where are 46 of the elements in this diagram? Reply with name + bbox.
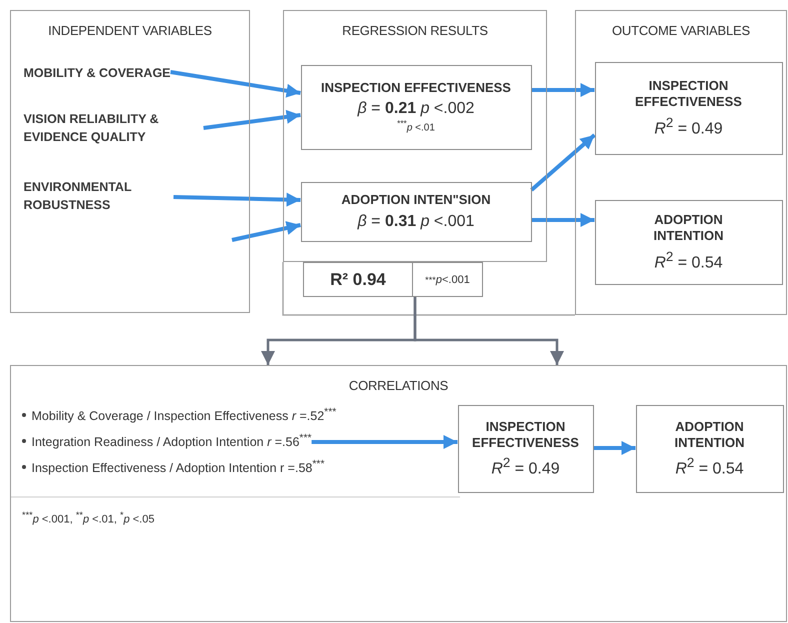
box-heading: INSPECTION EFFECTIVENESS [472, 418, 579, 452]
arrow [532, 213, 594, 227]
statistic-text: β = 0.31 p <.001 [358, 212, 474, 231]
box-heading: ADOPTION INTENTION [652, 212, 725, 245]
panel [10, 10, 250, 313]
arrow [232, 221, 301, 242]
statistic-text: R$^{2}$ = 0.54 [654, 248, 723, 272]
arrow [594, 441, 636, 455]
arrow [530, 134, 596, 192]
correlation-text: Integration Readiness / Adoption Intention r =.56$^{***}$ [32, 432, 312, 449]
outcome-box [594, 62, 782, 154]
box-heading: INSPECTION EFFECTIVENESS [321, 80, 511, 96]
arrow [203, 110, 301, 130]
panel-heading: OUTCOME VARIABLES [611, 23, 751, 38]
r-squared-value: R² 0.94 [304, 263, 413, 296]
result-box [300, 64, 532, 150]
panel-heading: REGRESSION RESULTS [341, 23, 489, 38]
arrow [532, 83, 594, 97]
box-heading: ADOPTION INTENTION [673, 418, 746, 452]
arrow [414, 297, 564, 365]
arrow [173, 192, 301, 207]
panel [283, 10, 547, 262]
variable-label: ENVIRONMENTAL ROBUSTNESS [24, 178, 174, 214]
statistic-text: R$^{2}$ = 0.49 [491, 455, 560, 478]
statistic-text: β = 0.21 p <.002 [358, 100, 474, 118]
statistic-text: R$^{2}$ = 0.49 [654, 114, 723, 138]
outcome-box [594, 200, 782, 284]
outcome-box [458, 404, 594, 492]
result-box [300, 182, 532, 242]
arrow [170, 70, 301, 98]
variable-label: MOBILITY & COVERAGE [24, 64, 171, 82]
box-heading: INSPECTION EFFECTIVENESS [634, 78, 743, 111]
panel [10, 365, 787, 622]
correlation-text: Inspection Effectiveness / Adoption Intention r =.58$^{***}$ [32, 458, 325, 475]
panel-heading: CORRELATIONS [348, 378, 450, 393]
panel-heading: INDEPENDENT VARIABLES [47, 23, 213, 38]
panel [575, 10, 787, 315]
arrow [312, 435, 458, 449]
variable-label: VISION RELIABILITY & EVIDENCE QUALITY [24, 110, 204, 146]
box-heading: ADOPTION INTEN"SION [341, 192, 491, 209]
correlation-text: Mobility & Coverage / Inspection Effectiveness r =.52$^{***}$ [32, 406, 336, 423]
r-squared-row [303, 262, 483, 297]
statistic-text: R$^{2}$ = 0.54 [675, 455, 744, 478]
footnote: $^{***}$p <.001, $^{**}$p <.01, $^{*}$p <.05 [22, 510, 154, 526]
significance-note: $^{***}$p <.01 [397, 118, 435, 134]
outcome-box [636, 404, 784, 492]
